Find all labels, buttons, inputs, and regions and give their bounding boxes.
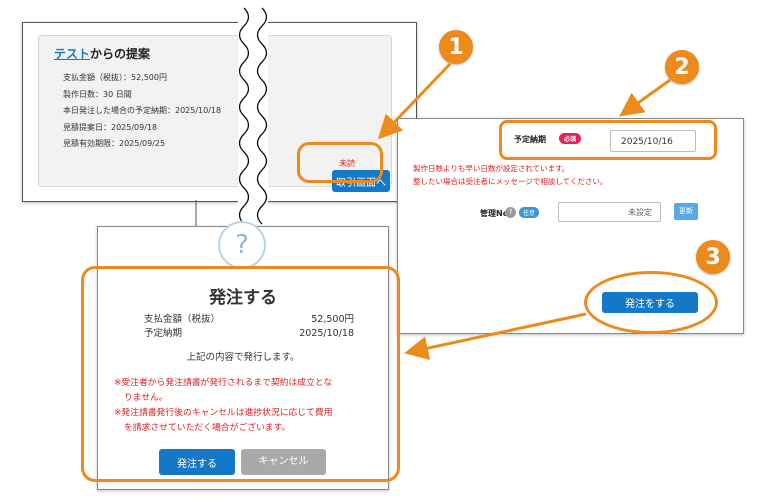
proposal-line: 見積提案日：2025/09/18 bbox=[63, 122, 158, 132]
proposal-line: 本日発注した場合の予定納期：2025/10/18 bbox=[63, 106, 222, 115]
dialog-summary: 支払金額（税抜） 52,500円 予定納期 2025/10/18 bbox=[144, 313, 354, 341]
help-icon[interactable]: ? bbox=[505, 207, 516, 218]
proposal-screen: テストからの提案 支払金額（税抜）：52,500円 製作日数：30 日間 本日発… bbox=[22, 22, 417, 202]
question-mark-glyph: ? bbox=[235, 230, 249, 260]
highlight-deal-button bbox=[297, 142, 383, 183]
management-number-label: 管理No. bbox=[480, 209, 512, 218]
confirm-order-button[interactable]: 発注する bbox=[159, 449, 235, 475]
proposal-details: 支払金額（税抜）：52,500円 製作日数：30 日間 本日発注した場合の予定納… bbox=[63, 70, 221, 153]
dialog-notes: ※受注者から発注請書が発行されるまで契約は成立とな りません。 ※発注請書発行後… bbox=[114, 376, 379, 436]
summary-value: 52,500円 bbox=[311, 314, 354, 325]
note-line: を請求させていただく場合がございます。 bbox=[124, 423, 291, 433]
summary-label: 予定納期 bbox=[144, 328, 183, 339]
proposal-line: 製作日数：30 日間 bbox=[63, 89, 132, 99]
confirm-text: 上記の内容で発行します。 bbox=[186, 352, 300, 363]
optional-badge: 任意 bbox=[519, 207, 540, 218]
delivery-label: 予定納期 bbox=[514, 135, 546, 144]
summary-value: 2025/10/18 bbox=[299, 328, 354, 339]
proposal-title-rest: からの提案 bbox=[90, 47, 151, 61]
unread-label: 未読 bbox=[339, 159, 355, 168]
warning-line: 製作日数よりも早い日数が設定されています。 bbox=[413, 164, 570, 173]
warning-text: 製作日数よりも早い日数が設定されています。 整したい場合は受注者にメッセージで相… bbox=[413, 162, 607, 188]
proposal-title: テストからの提案 bbox=[54, 45, 150, 62]
dialog-title: 発注する bbox=[209, 288, 277, 308]
arrow-2 bbox=[619, 78, 671, 117]
proposal-line: 見積有効期限：2025/09/25 bbox=[63, 139, 166, 148]
highlight-delivery-date bbox=[499, 120, 717, 160]
update-button[interactable]: 更新 bbox=[674, 203, 698, 220]
summary-label: 支払金額（税抜） bbox=[144, 314, 221, 325]
highlight-order-button bbox=[584, 271, 718, 334]
note-line: りません。 bbox=[124, 393, 168, 403]
proposal-line: 支払金額（税抜）：52,500円 bbox=[63, 73, 167, 82]
note-line: ※受注者から発注請書が発行されるまで契約は成立とな bbox=[114, 378, 333, 388]
step-marker-1: 1 bbox=[439, 30, 473, 64]
proposal-card: テストからの提案 支払金額（税抜）：52,500円 製作日数：30 日間 本日発… bbox=[38, 35, 392, 192]
proposal-title-link[interactable]: テスト bbox=[54, 47, 91, 61]
management-number-input[interactable]: 未設定 bbox=[558, 202, 661, 222]
step-marker-3: 3 bbox=[696, 240, 730, 274]
note-line: ※発注請書発行後のキャンセルは進捗状況に応じて費用 bbox=[114, 408, 333, 418]
step-marker-2: 2 bbox=[665, 50, 699, 84]
cancel-button[interactable]: キャンセル bbox=[241, 449, 326, 475]
summary-row: 予定納期 2025/10/18 bbox=[144, 327, 354, 341]
order-confirm-dialog: ? 発注する 支払金額（税抜） 52,500円 予定納期 2025/10/18 … bbox=[97, 221, 389, 490]
highlight-confirm-dialog bbox=[81, 266, 400, 482]
summary-row: 支払金額（税抜） 52,500円 bbox=[144, 313, 354, 327]
delivery-date-input[interactable]: 2025/10/16 bbox=[610, 130, 696, 152]
warning-line: 整したい場合は受注者にメッセージで相談してください。 bbox=[413, 177, 608, 186]
required-badge: 必須 bbox=[559, 133, 582, 144]
question-icon: ? bbox=[218, 221, 266, 269]
